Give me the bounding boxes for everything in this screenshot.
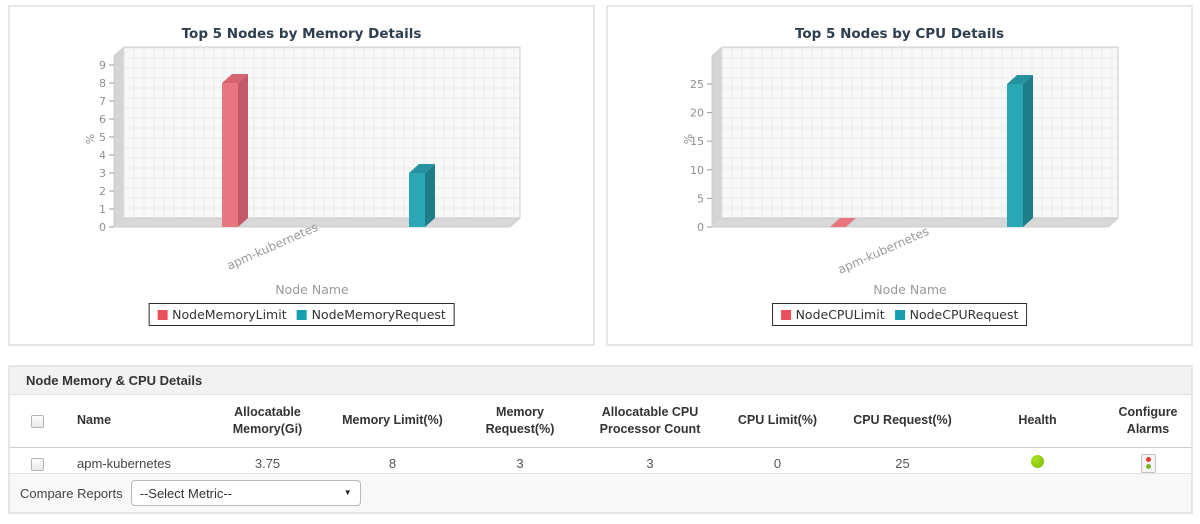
svg-text:10: 10 [690, 164, 704, 177]
legend-swatch-icon [894, 309, 905, 320]
svg-text:25: 25 [690, 78, 704, 91]
svg-text:15: 15 [690, 135, 704, 148]
configure-alarms-icon[interactable] [1140, 453, 1156, 473]
column-header-configure-alarms: Configure Alarms [1105, 395, 1191, 448]
svg-text:9: 9 [99, 59, 106, 72]
legend-item-nodecpurequest: NodeCPURequest [894, 307, 1019, 322]
legend-swatch-icon [157, 309, 168, 320]
x-axis-label: Node Name [275, 282, 349, 297]
health-indicator [1031, 455, 1044, 469]
svg-text:0: 0 [697, 221, 704, 234]
svg-text:3: 3 [99, 167, 106, 180]
column-header-cpu-request: CPU Request(%) [835, 395, 970, 448]
column-header-allocatable-memory-gi: Allocatable Memory(Gi) [210, 395, 325, 448]
cpu-chart-legend: NodeCPULimit NodeCPURequest [771, 303, 1028, 326]
bar-nodecpulimit [830, 218, 856, 227]
svg-text:0: 0 [99, 221, 106, 234]
bar-nodecpurequest [1007, 75, 1033, 227]
svg-text:5: 5 [99, 131, 106, 144]
memory-chart-legend: NodeMemoryLimit NodeMemoryRequest [148, 303, 455, 326]
svg-text:5: 5 [697, 192, 704, 205]
svg-text:6: 6 [99, 113, 106, 126]
svg-text:7: 7 [99, 95, 106, 108]
alarm-red-dot [1145, 457, 1151, 463]
legend-item-nodememorylimit: NodeMemoryLimit [157, 307, 287, 322]
legend-swatch-icon [296, 309, 307, 320]
column-header-cpu-limit: CPU Limit(%) [720, 395, 835, 448]
column-header-memory-limit: Memory Limit(%) [325, 395, 460, 448]
legend-label: NodeCPULimit [795, 307, 885, 322]
bar-nodememorylimit [222, 74, 248, 227]
svg-text:%: % [84, 134, 97, 144]
svg-text:20: 20 [690, 107, 704, 120]
svg-text:8: 8 [99, 77, 106, 90]
column-header-health: Health [970, 395, 1105, 448]
bar-nodememoryrequest [409, 164, 435, 227]
category-label: apm-kubernetes [836, 224, 931, 277]
row-checkbox[interactable] [31, 457, 44, 471]
legend-label: NodeMemoryRequest [311, 307, 446, 322]
x-axis-label: Node Name [873, 282, 947, 297]
memory-chart-title: Top 5 Nodes by Memory Details [181, 26, 422, 42]
svg-text:2: 2 [99, 185, 106, 198]
compare-reports-bar: Compare Reports --Select Metric-- ▼ [10, 473, 1191, 512]
alarm-green-dot [1145, 464, 1151, 470]
category-label: apm-kubernetes [225, 220, 320, 273]
legend-label: NodeCPURequest [909, 307, 1019, 322]
svg-text:1: 1 [99, 203, 106, 216]
column-header-name: Name [65, 395, 210, 448]
metric-select-wrap: --Select Metric-- ▼ [130, 480, 361, 506]
select-all-checkbox[interactable] [31, 414, 44, 428]
table-title: Node Memory & CPU Details [10, 367, 1191, 395]
compare-reports-select[interactable]: --Select Metric-- [130, 480, 361, 506]
legend-item-nodememoryrequest: NodeMemoryRequest [296, 307, 446, 322]
compare-reports-label: Compare Reports [20, 485, 123, 501]
legend-item-nodecpulimit: NodeCPULimit [780, 307, 885, 322]
legend-swatch-icon [780, 309, 791, 320]
column-header-memory-request: Memory Request(%) [460, 395, 580, 448]
cpu-chart-title: Top 5 Nodes by CPU Details [794, 26, 1005, 42]
column-header-allocatable-cpu-processor-count: Allocatable CPU Processor Count [580, 395, 720, 448]
svg-text:%: % [682, 134, 695, 144]
legend-label: NodeMemoryLimit [172, 307, 287, 322]
svg-text:4: 4 [99, 149, 106, 162]
